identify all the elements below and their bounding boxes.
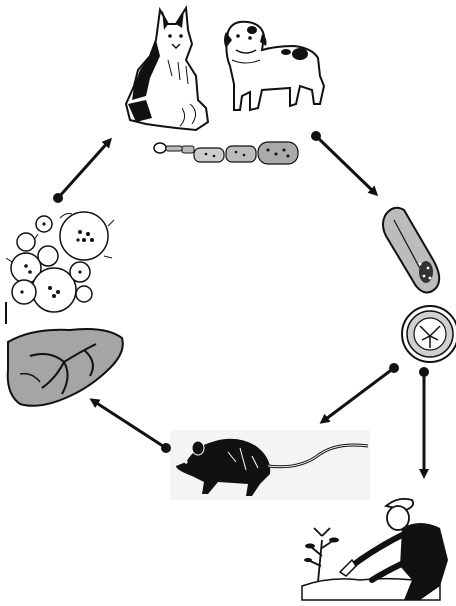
arrow-egg-to-human xyxy=(419,367,429,476)
egg-icon xyxy=(402,306,456,362)
liver-with-cysts-icon xyxy=(8,329,123,406)
tapeworm-icon xyxy=(154,142,298,164)
dog-icon xyxy=(224,22,324,110)
protoscolex-cyst-icon xyxy=(6,212,114,324)
fox-icon xyxy=(126,8,208,130)
rodent-icon xyxy=(170,430,370,500)
arrow-egg-to-rodent xyxy=(322,363,399,422)
arrow-cyst-to-hosts xyxy=(53,140,110,203)
arrow-rodent-to-liver xyxy=(92,400,171,453)
gardening-human-icon xyxy=(302,499,448,600)
gravid-proglottid-icon xyxy=(383,208,439,293)
arrow-hosts-to-proglottid xyxy=(311,131,376,194)
